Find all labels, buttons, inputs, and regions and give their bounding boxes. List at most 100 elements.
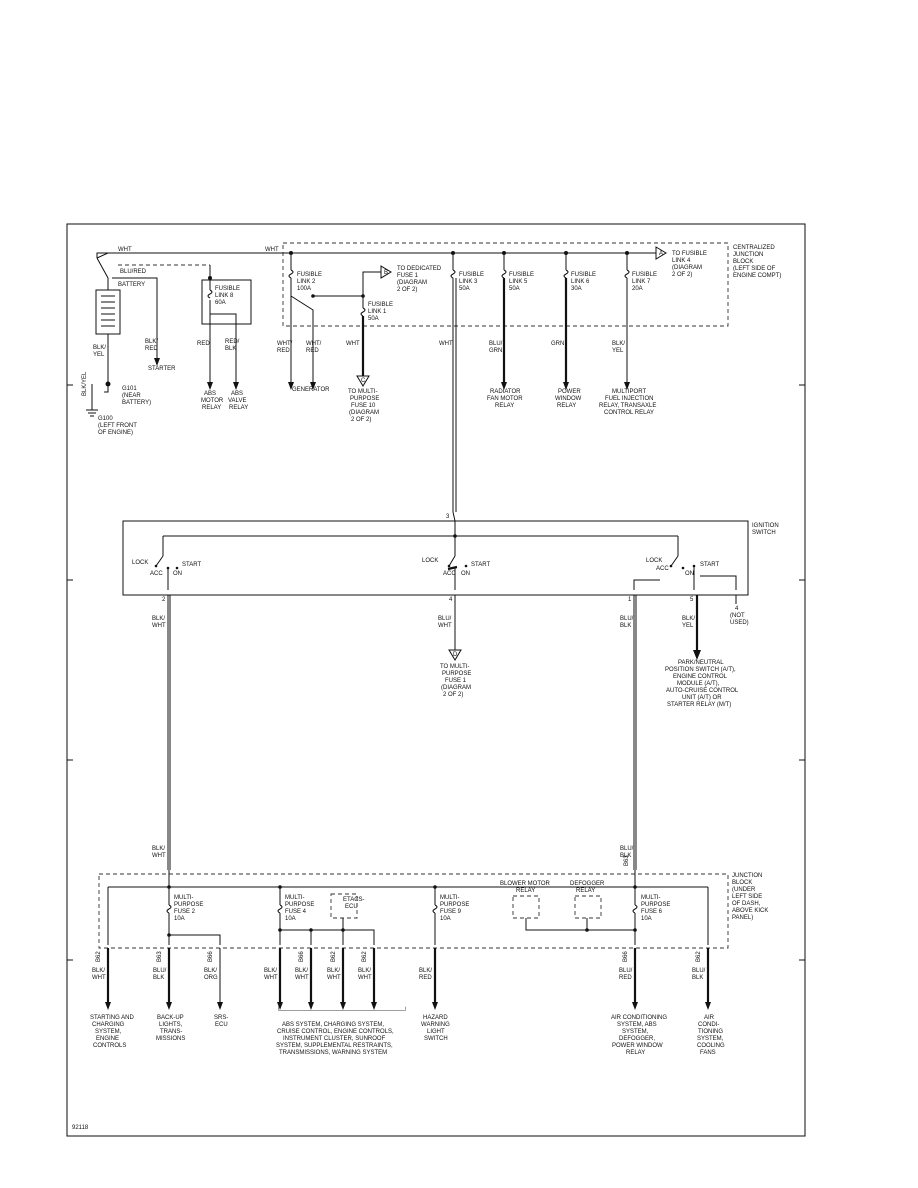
wl-o9: BLU/RED xyxy=(619,968,633,981)
wire-label-blu-red: BLU/RED xyxy=(120,269,147,275)
on-label-1: ON xyxy=(173,571,182,577)
cid-7: B66 xyxy=(623,951,629,962)
connector-to-multi-fuse-10 xyxy=(356,375,370,387)
wl-o4: BLK/WHT xyxy=(264,968,278,981)
start-label-2: START xyxy=(471,562,490,568)
ign-pin-1: 1 xyxy=(628,597,632,603)
wire-label-red-blk: RED/BLK xyxy=(225,339,240,352)
junction-block-outline xyxy=(98,873,729,949)
lock-label-3: LOCK xyxy=(646,558,662,564)
connector-to-fusible-link-4 xyxy=(655,246,667,260)
abs-system-label: ABS SYSTEM, CHARGING SYSTEM,CRUISE CONTR… xyxy=(276,1022,394,1056)
to-fl4-line-3: (DIAGRAM xyxy=(672,265,702,271)
connector-mark-a: A xyxy=(659,251,663,257)
ign-pin-2: 2 xyxy=(162,597,166,603)
wl-o10: BLU/BLK xyxy=(692,968,706,981)
on-label-2: ON xyxy=(461,571,470,577)
ignition-switch-middle xyxy=(447,555,468,590)
wire-label-wht-3: WHT xyxy=(346,341,360,347)
wire-label-blk-yel: BLK/YEL xyxy=(93,345,106,358)
ignition-switch-right xyxy=(633,555,737,590)
wire-label-blk-wht-jb: BLK/WHT xyxy=(152,846,166,859)
wire-label-blk-wht-ign: BLK/WHT xyxy=(152,616,166,629)
wire-label-blk-yel-ign: BLK/YEL xyxy=(682,616,695,629)
battery-symbol xyxy=(95,289,121,335)
wire-label-blk-red: BLK/RED xyxy=(145,339,158,352)
wire-label-wht-1: WHT xyxy=(118,247,132,253)
wire-label-blu-blk-ign: BLU/BLK xyxy=(620,616,634,629)
cid-4: B66 xyxy=(299,951,305,962)
wl-o7: BLK/WHT xyxy=(358,968,372,981)
wl-o3: BLK/ORG xyxy=(204,968,218,981)
ignition-switch-left xyxy=(154,555,179,590)
ign-pin-5: 5 xyxy=(690,597,694,603)
starter-label: STARTER xyxy=(148,366,176,372)
connector-to-dedicated-fuse xyxy=(380,265,392,279)
wire-label-wht-red-1: WHT/RED xyxy=(277,341,293,354)
cjb-line-5: ENGINE COMPT) xyxy=(733,273,781,279)
etacs-ecu-box xyxy=(330,893,358,919)
centralized-junction-block-outline xyxy=(282,242,729,327)
cjb-line-1: CENTRALIZED xyxy=(733,245,775,251)
wire-label-blk-yel-ground: BLK/YEL xyxy=(82,371,88,396)
to-fl4-line-2: LINK 4 xyxy=(672,258,691,264)
wire-wht-main xyxy=(96,252,656,258)
ignition-switch-outline xyxy=(122,520,749,596)
etacs-label: ETACS-ECU xyxy=(343,897,365,910)
wire-label-wht-red-2: WHT/RED xyxy=(306,341,322,354)
wl-o1: BLK/WHT xyxy=(92,968,106,981)
ground-g100-icon xyxy=(86,409,98,417)
wire-label-blu-wht-ign: BLU/WHT xyxy=(438,616,452,629)
cid-3: B66 xyxy=(208,951,214,962)
cjb-line-3: BLOCK xyxy=(733,259,753,265)
wl-o5: BLK/WHT xyxy=(295,968,309,981)
blower-relay-box xyxy=(512,895,540,919)
abs-system-bracket: └─────────────────────────────┘ xyxy=(276,1006,408,1014)
on-label-3: ON xyxy=(685,571,694,577)
cjb-line-4: (LEFT SIDE OF xyxy=(733,266,776,272)
wire-label-wht-2: WHT xyxy=(265,247,279,253)
connector-to-multi-fuse-1 xyxy=(448,649,462,661)
junction-outputs xyxy=(105,948,711,1010)
wire-label-blu-grn: BLU/GRN xyxy=(489,341,503,354)
connector-id-b63-top: B63 xyxy=(624,855,630,866)
wire-label-red: RED xyxy=(197,341,210,347)
defogger-relay-box xyxy=(574,895,602,919)
start-label-3: START xyxy=(700,562,719,568)
acc-label-1: ACC xyxy=(150,571,163,577)
srs-ecu-label: SRS-ECU xyxy=(214,1015,228,1028)
cjb-line-2: JUNCTION xyxy=(733,252,763,258)
to-fl4-line-1: TO FUSIBLE xyxy=(672,251,707,257)
cid-2: B63 xyxy=(157,951,163,962)
cid-1: B62 xyxy=(96,951,102,962)
wire-label-blu-blk-jb: BLU/BLK xyxy=(620,846,634,859)
wire-label-blk-yel-2: BLK/YEL xyxy=(612,341,625,354)
connector-mark-d: D xyxy=(453,652,458,658)
